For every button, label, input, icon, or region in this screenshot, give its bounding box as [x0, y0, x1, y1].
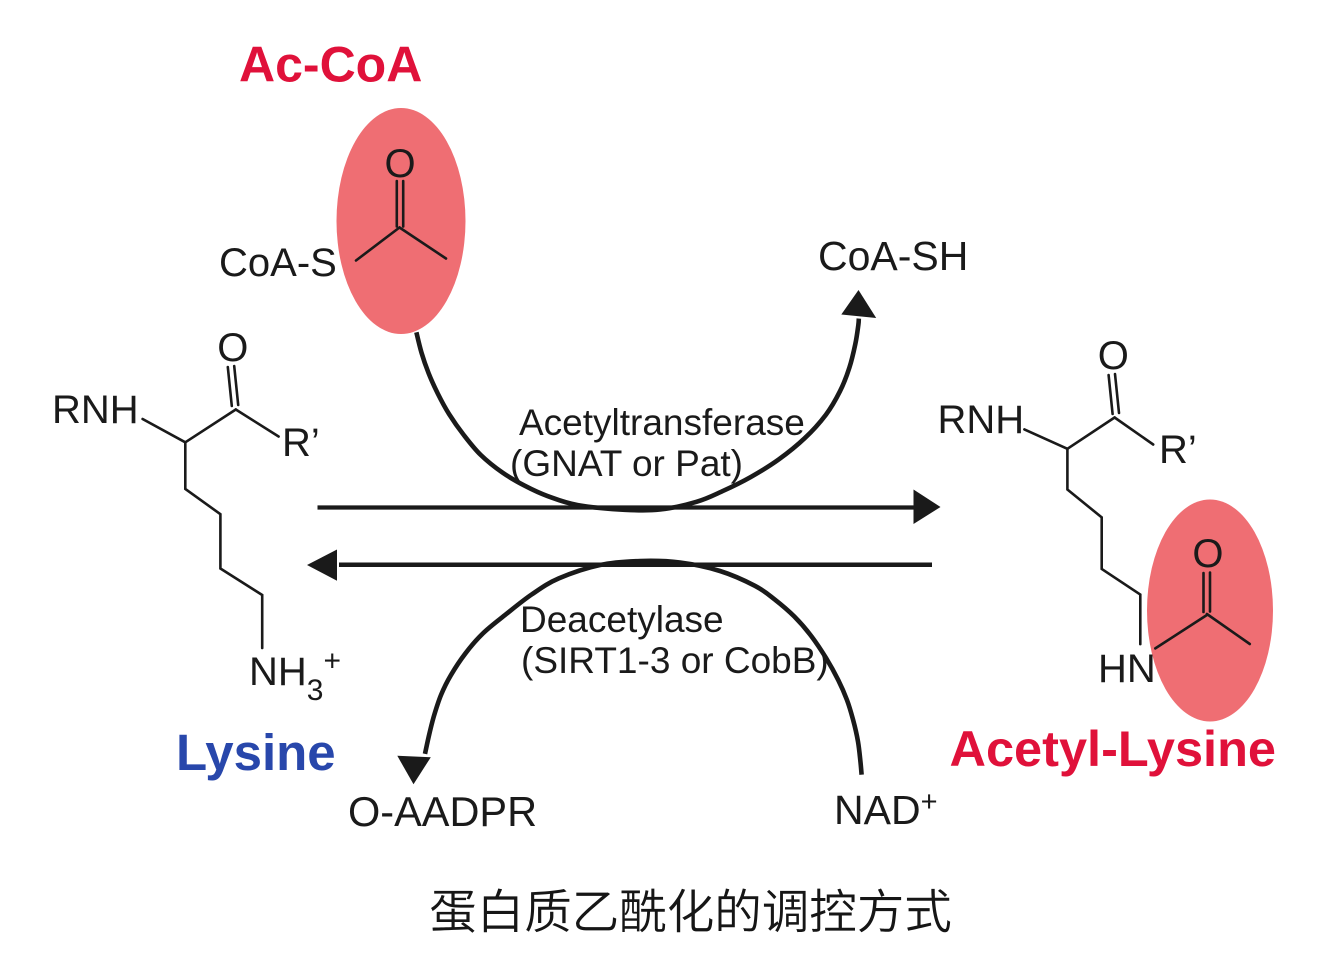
svg-text:O-AADPR: O-AADPR — [348, 788, 537, 835]
svg-text:RNH: RNH — [52, 388, 139, 432]
svg-text:Deacetylase: Deacetylase — [520, 599, 724, 640]
svg-text:(SIRT1-3 or CobB): (SIRT1-3 or CobB) — [521, 640, 829, 681]
svg-text:R’: R’ — [1159, 428, 1197, 472]
svg-text:O: O — [384, 142, 415, 186]
svg-text:RNH: RNH — [938, 398, 1025, 442]
svg-text:CoA-SH: CoA-SH — [818, 233, 968, 279]
svg-text:R’: R’ — [282, 421, 320, 465]
svg-text:HN: HN — [1098, 647, 1156, 691]
svg-text:Acetyl-Lysine: Acetyl-Lysine — [950, 720, 1277, 777]
svg-text:O: O — [1098, 334, 1129, 378]
svg-text:Lysine: Lysine — [176, 724, 336, 781]
svg-text:(GNAT or Pat): (GNAT or Pat) — [510, 443, 743, 484]
svg-text:O: O — [1192, 532, 1223, 576]
svg-text:CoA-S: CoA-S — [219, 241, 337, 285]
svg-text:Acetyltransferase: Acetyltransferase — [519, 402, 805, 443]
svg-text:O: O — [217, 326, 248, 370]
svg-text:NAD+: NAD+ — [834, 786, 938, 833]
svg-text:Ac-CoA: Ac-CoA — [239, 37, 422, 93]
